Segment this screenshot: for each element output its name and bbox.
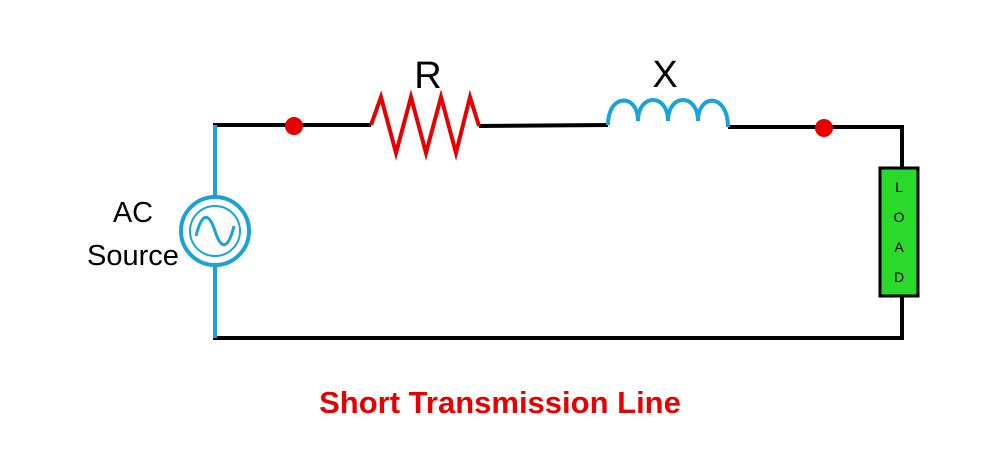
top-wire-middle: [478, 123, 609, 128]
top-wire-left: [213, 123, 371, 197]
load-box: L O A D: [878, 166, 920, 298]
node-dot-right: [815, 119, 833, 137]
ac-source-label-line2: Source: [87, 240, 179, 272]
node-dot-left: [285, 117, 303, 135]
load-rect: [878, 166, 920, 298]
bottom-wire: [213, 266, 904, 340]
load-letter-a: A: [894, 239, 904, 255]
circuit-wires: [213, 123, 904, 340]
sine-wave-icon: [194, 215, 236, 247]
ac-source-label-line1: AC: [113, 197, 153, 229]
diagram-caption: Short Transmission Line: [319, 385, 681, 420]
reactance-label: X: [652, 54, 677, 96]
load-letter-d: D: [894, 269, 904, 285]
load-letter-l: L: [895, 179, 903, 195]
inductor-symbol: [606, 98, 730, 128]
top-wire-right: [728, 125, 904, 168]
resistor-symbol: [369, 89, 481, 161]
ac-source-inner-circle: [189, 205, 241, 257]
ac-source-symbol: [179, 125, 251, 338]
ac-source-outer-circle: [179, 195, 251, 267]
load-letter-o: O: [894, 209, 905, 225]
resistor-label: R: [414, 55, 441, 97]
